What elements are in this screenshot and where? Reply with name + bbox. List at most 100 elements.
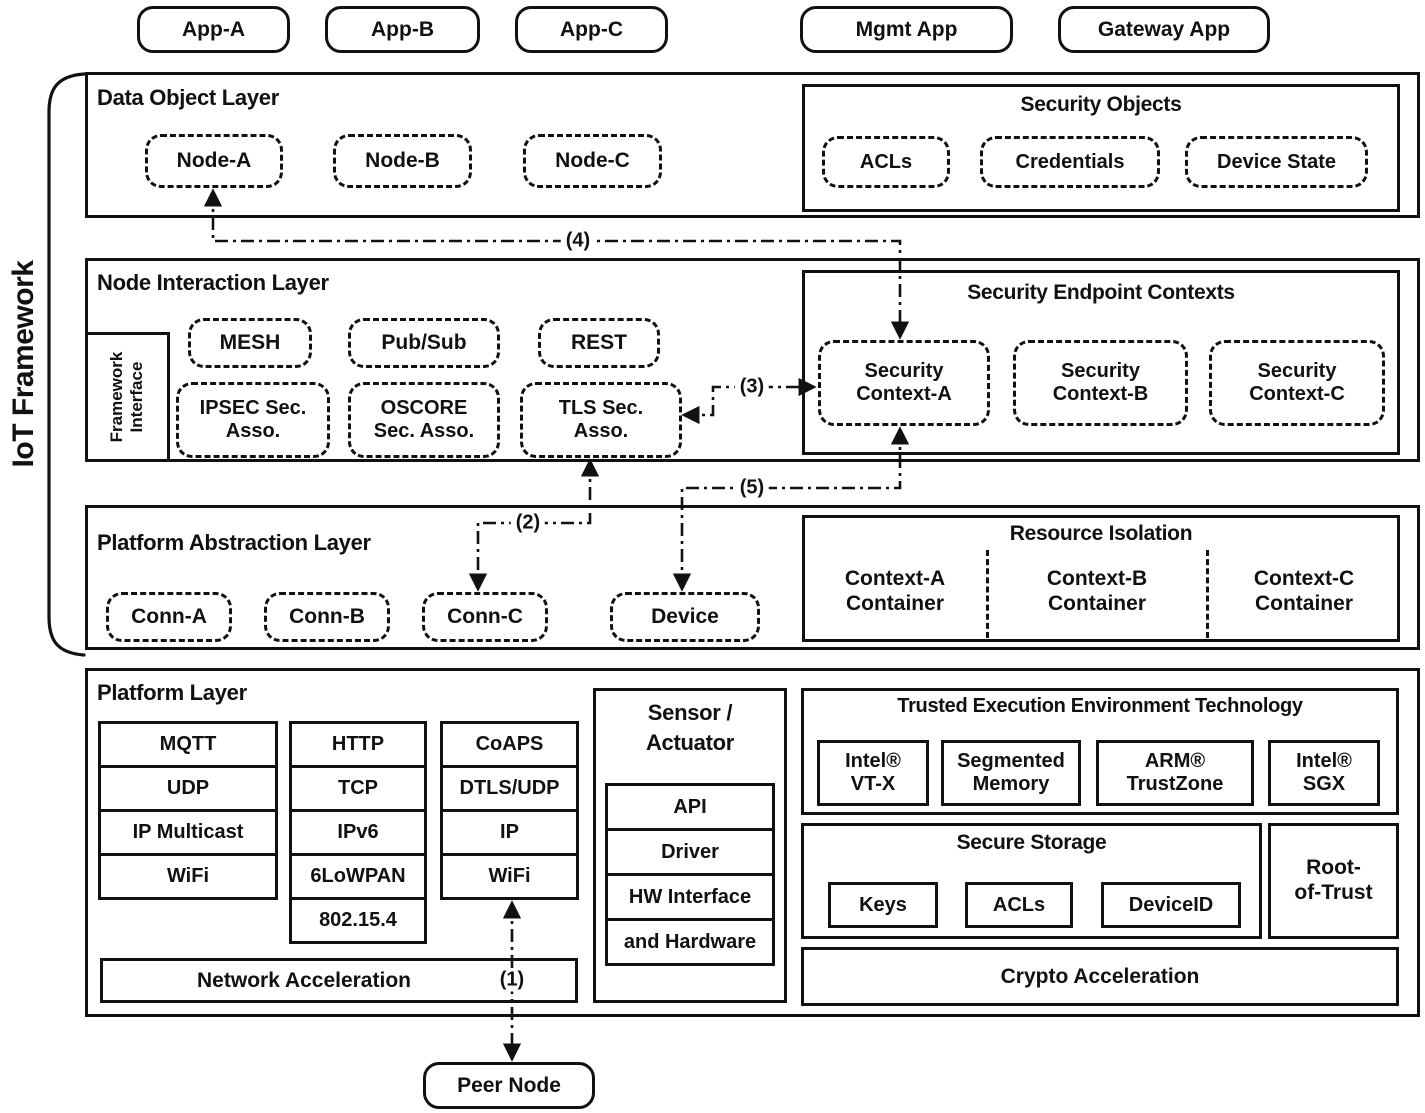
device-state-object-label: Device State: [1217, 150, 1336, 173]
oscore-sec-asso-box: OSCORE Sec. Asso.: [348, 382, 500, 458]
dtls-udp-box: DTLS/UDP: [440, 765, 579, 812]
intel-vtx-label: Intel® VT-X: [845, 749, 901, 795]
arm-trustzone-label: ARM® TrustZone: [1126, 749, 1224, 795]
sixlowpan-label: 6LoWPAN: [310, 865, 406, 887]
gateway-app-label: Gateway App: [1097, 17, 1231, 41]
security-context-c-label: Security Context-C: [1249, 359, 1345, 405]
tls-sec-asso-label: TLS Sec. Asso.: [558, 396, 644, 442]
acls-storage-label: ACLs: [992, 893, 1046, 916]
tcp-label: TCP: [338, 777, 378, 799]
credentials-object-box: Credentials: [980, 136, 1160, 188]
mqtt-label: MQTT: [159, 733, 217, 755]
app-b-label: App-B: [371, 17, 434, 41]
framework-interface-box: [85, 332, 170, 462]
tcp-box: TCP: [289, 765, 427, 812]
ieee802154-box: 802.15.4: [289, 897, 427, 944]
udp-box: UDP: [98, 765, 278, 812]
conn-c-box: Conn-C: [422, 592, 548, 642]
hardware-box: and Hardware: [605, 918, 775, 966]
crypto-acceleration-label: Crypto Acceleration: [1000, 964, 1200, 988]
intel-sgx-label: Intel® SGX: [1296, 749, 1352, 795]
udp-label: UDP: [166, 777, 210, 799]
app-a-label: App-A: [182, 17, 245, 41]
security-context-a-label: Security Context-A: [856, 359, 952, 405]
conn-a-box: Conn-A: [106, 592, 232, 642]
coaps-label: CoAPS: [475, 733, 544, 755]
segmented-memory-box: Segmented Memory: [941, 740, 1081, 806]
ipsec-sec-asso-box: IPSEC Sec. Asso.: [176, 382, 330, 458]
node-c-label: Node-C: [555, 149, 630, 172]
container-separator-2: [1206, 550, 1209, 638]
wifi1-label: WiFi: [166, 865, 210, 887]
context-a-container-label: Context-A Container: [844, 567, 946, 615]
driver-box: Driver: [605, 828, 775, 876]
ip-multicast-box: IP Multicast: [98, 809, 278, 856]
pubsub-box: Pub/Sub: [348, 318, 500, 368]
conn-c-label: Conn-C: [447, 605, 523, 628]
platform-abstraction-layer-title: Platform Abstraction Layer: [97, 530, 371, 555]
mgmt-app-label: Mgmt App: [855, 17, 958, 41]
http-box: HTTP: [289, 721, 427, 768]
network-acceleration-label: Network Acceleration: [197, 968, 411, 992]
mqtt-box: MQTT: [98, 721, 278, 768]
node-interaction-layer-title: Node Interaction Layer: [97, 270, 329, 295]
mesh-label: MESH: [219, 331, 281, 354]
crypto-acceleration-box: Crypto Acceleration: [801, 947, 1399, 1006]
ipsec-sec-asso-label: IPSEC Sec. Asso.: [199, 396, 307, 442]
app-c-label: App-C: [560, 17, 623, 41]
security-context-b-box: Security Context-B: [1013, 340, 1188, 426]
conn-b-box: Conn-B: [264, 592, 390, 642]
gateway-app-box: Gateway App: [1058, 6, 1270, 53]
wifi1-box: WiFi: [98, 853, 278, 900]
deviceid-box: DeviceID: [1101, 882, 1241, 928]
sensor-actuator-title: Sensor / Actuator: [645, 700, 735, 755]
container-separator-1: [986, 550, 989, 638]
security-objects-title: Security Objects: [1020, 93, 1182, 116]
iot-framework-label: IoT Framework: [7, 260, 40, 468]
iot-framework-bracket: [47, 72, 86, 657]
device-label: Device: [651, 605, 719, 628]
acls-storage-box: ACLs: [965, 882, 1073, 928]
hw-interface-box: HW Interface: [605, 873, 775, 921]
hardware-label: and Hardware: [623, 930, 757, 953]
ipv6-box: IPv6: [289, 809, 427, 856]
security-context-a-box: Security Context-A: [818, 340, 990, 426]
rest-label: REST: [570, 331, 627, 354]
conn-b-label: Conn-B: [289, 605, 365, 628]
node-a-label: Node-A: [176, 149, 252, 172]
app-a-box: App-A: [137, 6, 290, 53]
credentials-object-label: Credentials: [1015, 150, 1125, 173]
oscore-sec-asso-label: OSCORE Sec. Asso.: [373, 396, 475, 442]
security-context-b-label: Security Context-B: [1052, 359, 1149, 405]
framework-interface-label: Framework Interface: [107, 351, 146, 443]
tee-title: Trusted Execution Environment Technology: [897, 695, 1303, 717]
node-c-box: Node-C: [523, 134, 662, 188]
keys-label: Keys: [859, 893, 907, 916]
wifi3-label: WiFi: [488, 865, 531, 887]
driver-label: Driver: [661, 840, 719, 863]
dtls-udp-label: DTLS/UDP: [459, 777, 560, 799]
rest-box: REST: [538, 318, 660, 368]
root-of-trust-label: Root- of-Trust: [1294, 856, 1373, 904]
conn-a-label: Conn-A: [131, 605, 207, 628]
arm-trustzone-box: ARM® TrustZone: [1096, 740, 1254, 806]
intel-vtx-box: Intel® VT-X: [817, 740, 929, 806]
intel-sgx-box: Intel® SGX: [1268, 740, 1380, 806]
data-object-layer-title: Data Object Layer: [97, 85, 279, 110]
tls-sec-asso-box: TLS Sec. Asso.: [520, 382, 682, 458]
flow-4-label: (4): [560, 229, 596, 253]
flow-2-label: (2): [510, 511, 546, 535]
context-b-container-label: Context-B Container: [1046, 567, 1148, 615]
device-state-object-box: Device State: [1185, 136, 1368, 188]
app-c-box: App-C: [515, 6, 668, 53]
flow-3-label: (3): [734, 375, 770, 399]
segmented-memory-label: Segmented Memory: [957, 749, 1065, 795]
security-endpoint-contexts-title: Security Endpoint Contexts: [967, 281, 1235, 304]
ieee802154-label: 802.15.4: [319, 909, 397, 931]
hw-interface-label: HW Interface: [628, 885, 752, 908]
network-acceleration-box: Network Acceleration: [100, 958, 578, 1003]
flow-5-label: (5): [734, 476, 770, 500]
peer-node-label: Peer Node: [457, 1073, 561, 1097]
ip-box: IP: [440, 809, 579, 856]
